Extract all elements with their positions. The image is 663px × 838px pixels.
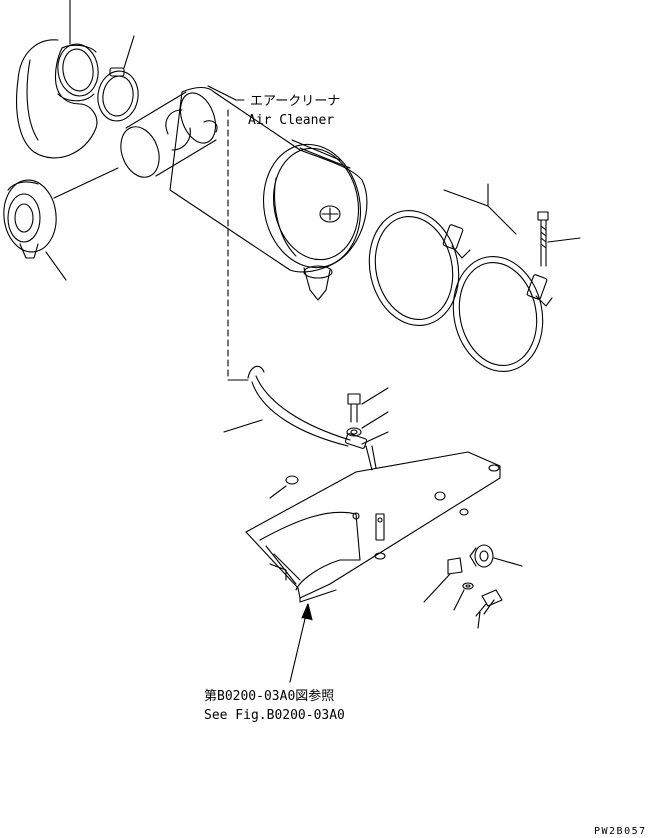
rubber-mount	[448, 545, 493, 574]
air-cleaner-label-jp: エアークリーナ	[250, 94, 340, 109]
drawing-code: PW2B057	[594, 826, 647, 837]
see-fig-label-jp: 第B0200-03A0図参照	[204, 688, 334, 704]
end-cover	[0, 168, 118, 258]
intake-elbow-hose	[17, 40, 102, 158]
mounting-band-2	[443, 248, 553, 380]
lower-bolt-washer	[463, 583, 502, 616]
mounting-bracket	[246, 452, 500, 602]
inlet-pipe	[114, 88, 222, 182]
indicator-hose	[248, 366, 376, 470]
mounting-band-1	[359, 202, 470, 334]
air-cleaner-body	[170, 88, 370, 301]
air-cleaner-label-en: Air Cleaner	[248, 113, 334, 128]
see-fig-label-en: See Fig.B0200-03A0	[204, 708, 345, 723]
long-bolt	[538, 212, 548, 266]
reference-arrow	[290, 604, 312, 682]
hose-clamp	[95, 68, 142, 124]
bolt-washer-set	[347, 394, 361, 436]
